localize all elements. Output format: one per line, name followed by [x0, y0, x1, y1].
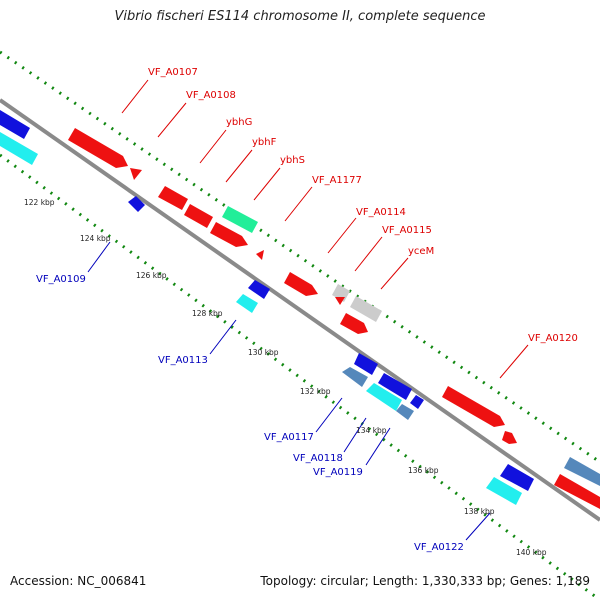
tick-label-122: 122 kbp: [24, 198, 55, 207]
gene-vf-a0115[interactable]: [350, 296, 382, 322]
label-ybhs[interactable]: ybhS: [280, 155, 305, 166]
accession-text: Accession: NC_006841: [10, 574, 147, 588]
gene-small-forward-b[interactable]: [256, 250, 264, 260]
gene-vf-a0118[interactable]: [366, 383, 402, 411]
gene-cyan-left[interactable]: [0, 132, 38, 165]
gene-blue-b[interactable]: [248, 280, 270, 299]
forward-callouts: [121, 79, 529, 379]
gene-blue-c[interactable]: [354, 353, 378, 375]
tick-label-138: 138 kbp: [464, 507, 495, 516]
label-ybhg[interactable]: ybhG: [226, 117, 252, 128]
gene-vf-a0117[interactable]: [342, 367, 368, 387]
gene-small-forward-a[interactable]: [130, 168, 142, 180]
label-vf-a0114[interactable]: VF_A0114: [356, 207, 406, 218]
gene-blue-d[interactable]: [378, 373, 412, 400]
label-vf-a0115[interactable]: VF_A0115: [382, 225, 432, 236]
tick-label-126: 126 kbp: [136, 271, 167, 280]
gene-vf-a0107[interactable]: [68, 128, 128, 168]
label-vf-a0107[interactable]: VF_A0107: [148, 67, 198, 78]
outer-dotted-track: [0, 50, 600, 464]
gene-forward-e[interactable]: [554, 474, 600, 509]
gene-vf-a0113[interactable]: [236, 294, 258, 313]
tick-label-136: 136 kbp: [408, 466, 439, 475]
gene-vf-a0122[interactable]: [486, 477, 522, 505]
label-vf-a0120[interactable]: VF_A0120: [528, 333, 578, 344]
gene-vf-a0109[interactable]: [128, 196, 145, 212]
inner-dotted-track: [0, 153, 600, 600]
gene-ycem[interactable]: [335, 297, 345, 305]
label-vf-a0113[interactable]: VF_A0113: [158, 355, 208, 366]
gene-blue-e[interactable]: [410, 395, 424, 409]
gene-vf-a0120[interactable]: [442, 386, 505, 427]
gene-forward-d[interactable]: [502, 431, 517, 444]
tick-label-130: 130 kbp: [248, 348, 279, 357]
tick-label-134: 134 kbp: [356, 426, 387, 435]
gene-forward-c[interactable]: [340, 313, 368, 334]
tick-label-132: 132 kbp: [300, 387, 331, 396]
label-vf-a0108[interactable]: VF_A0108: [186, 90, 236, 101]
gene-ybhg[interactable]: [184, 204, 213, 228]
gene-ybhf[interactable]: [210, 222, 248, 247]
label-vf-a0109[interactable]: VF_A0109: [36, 274, 86, 285]
map-title: Vibrio fischeri ES114 chromosome II, com…: [114, 9, 486, 24]
label-vf-a0117[interactable]: VF_A0117: [264, 432, 314, 443]
gene-blue-left[interactable]: [0, 110, 30, 139]
label-ybhf[interactable]: ybhF: [252, 137, 277, 148]
gene-steel-edge[interactable]: [564, 457, 600, 486]
tick-label-140: 140 kbp: [516, 548, 547, 557]
label-vf-a1177[interactable]: VF_A1177: [312, 175, 362, 186]
label-vf-a0122[interactable]: VF_A0122: [414, 542, 464, 553]
tick-label-128: 128 kbp: [192, 309, 223, 318]
label-vf-a0118[interactable]: VF_A0118: [293, 453, 343, 464]
label-ycem[interactable]: yceM: [408, 246, 434, 257]
tick-label-124: 124 kbp: [80, 234, 111, 243]
label-vf-a0119[interactable]: VF_A0119: [313, 467, 363, 478]
gene-vf-a0108[interactable]: [158, 186, 188, 210]
topology-text: Topology: circular; Length: 1,330,333 bp…: [260, 574, 590, 588]
gene-vf-a0119[interactable]: [396, 404, 414, 420]
sequence-backbone: [0, 98, 600, 522]
gene-ybhs[interactable]: [222, 206, 258, 233]
gene-vf-a1177[interactable]: [284, 272, 318, 296]
reverse-callouts: [87, 241, 491, 541]
gene-blue-f[interactable]: [500, 464, 534, 491]
